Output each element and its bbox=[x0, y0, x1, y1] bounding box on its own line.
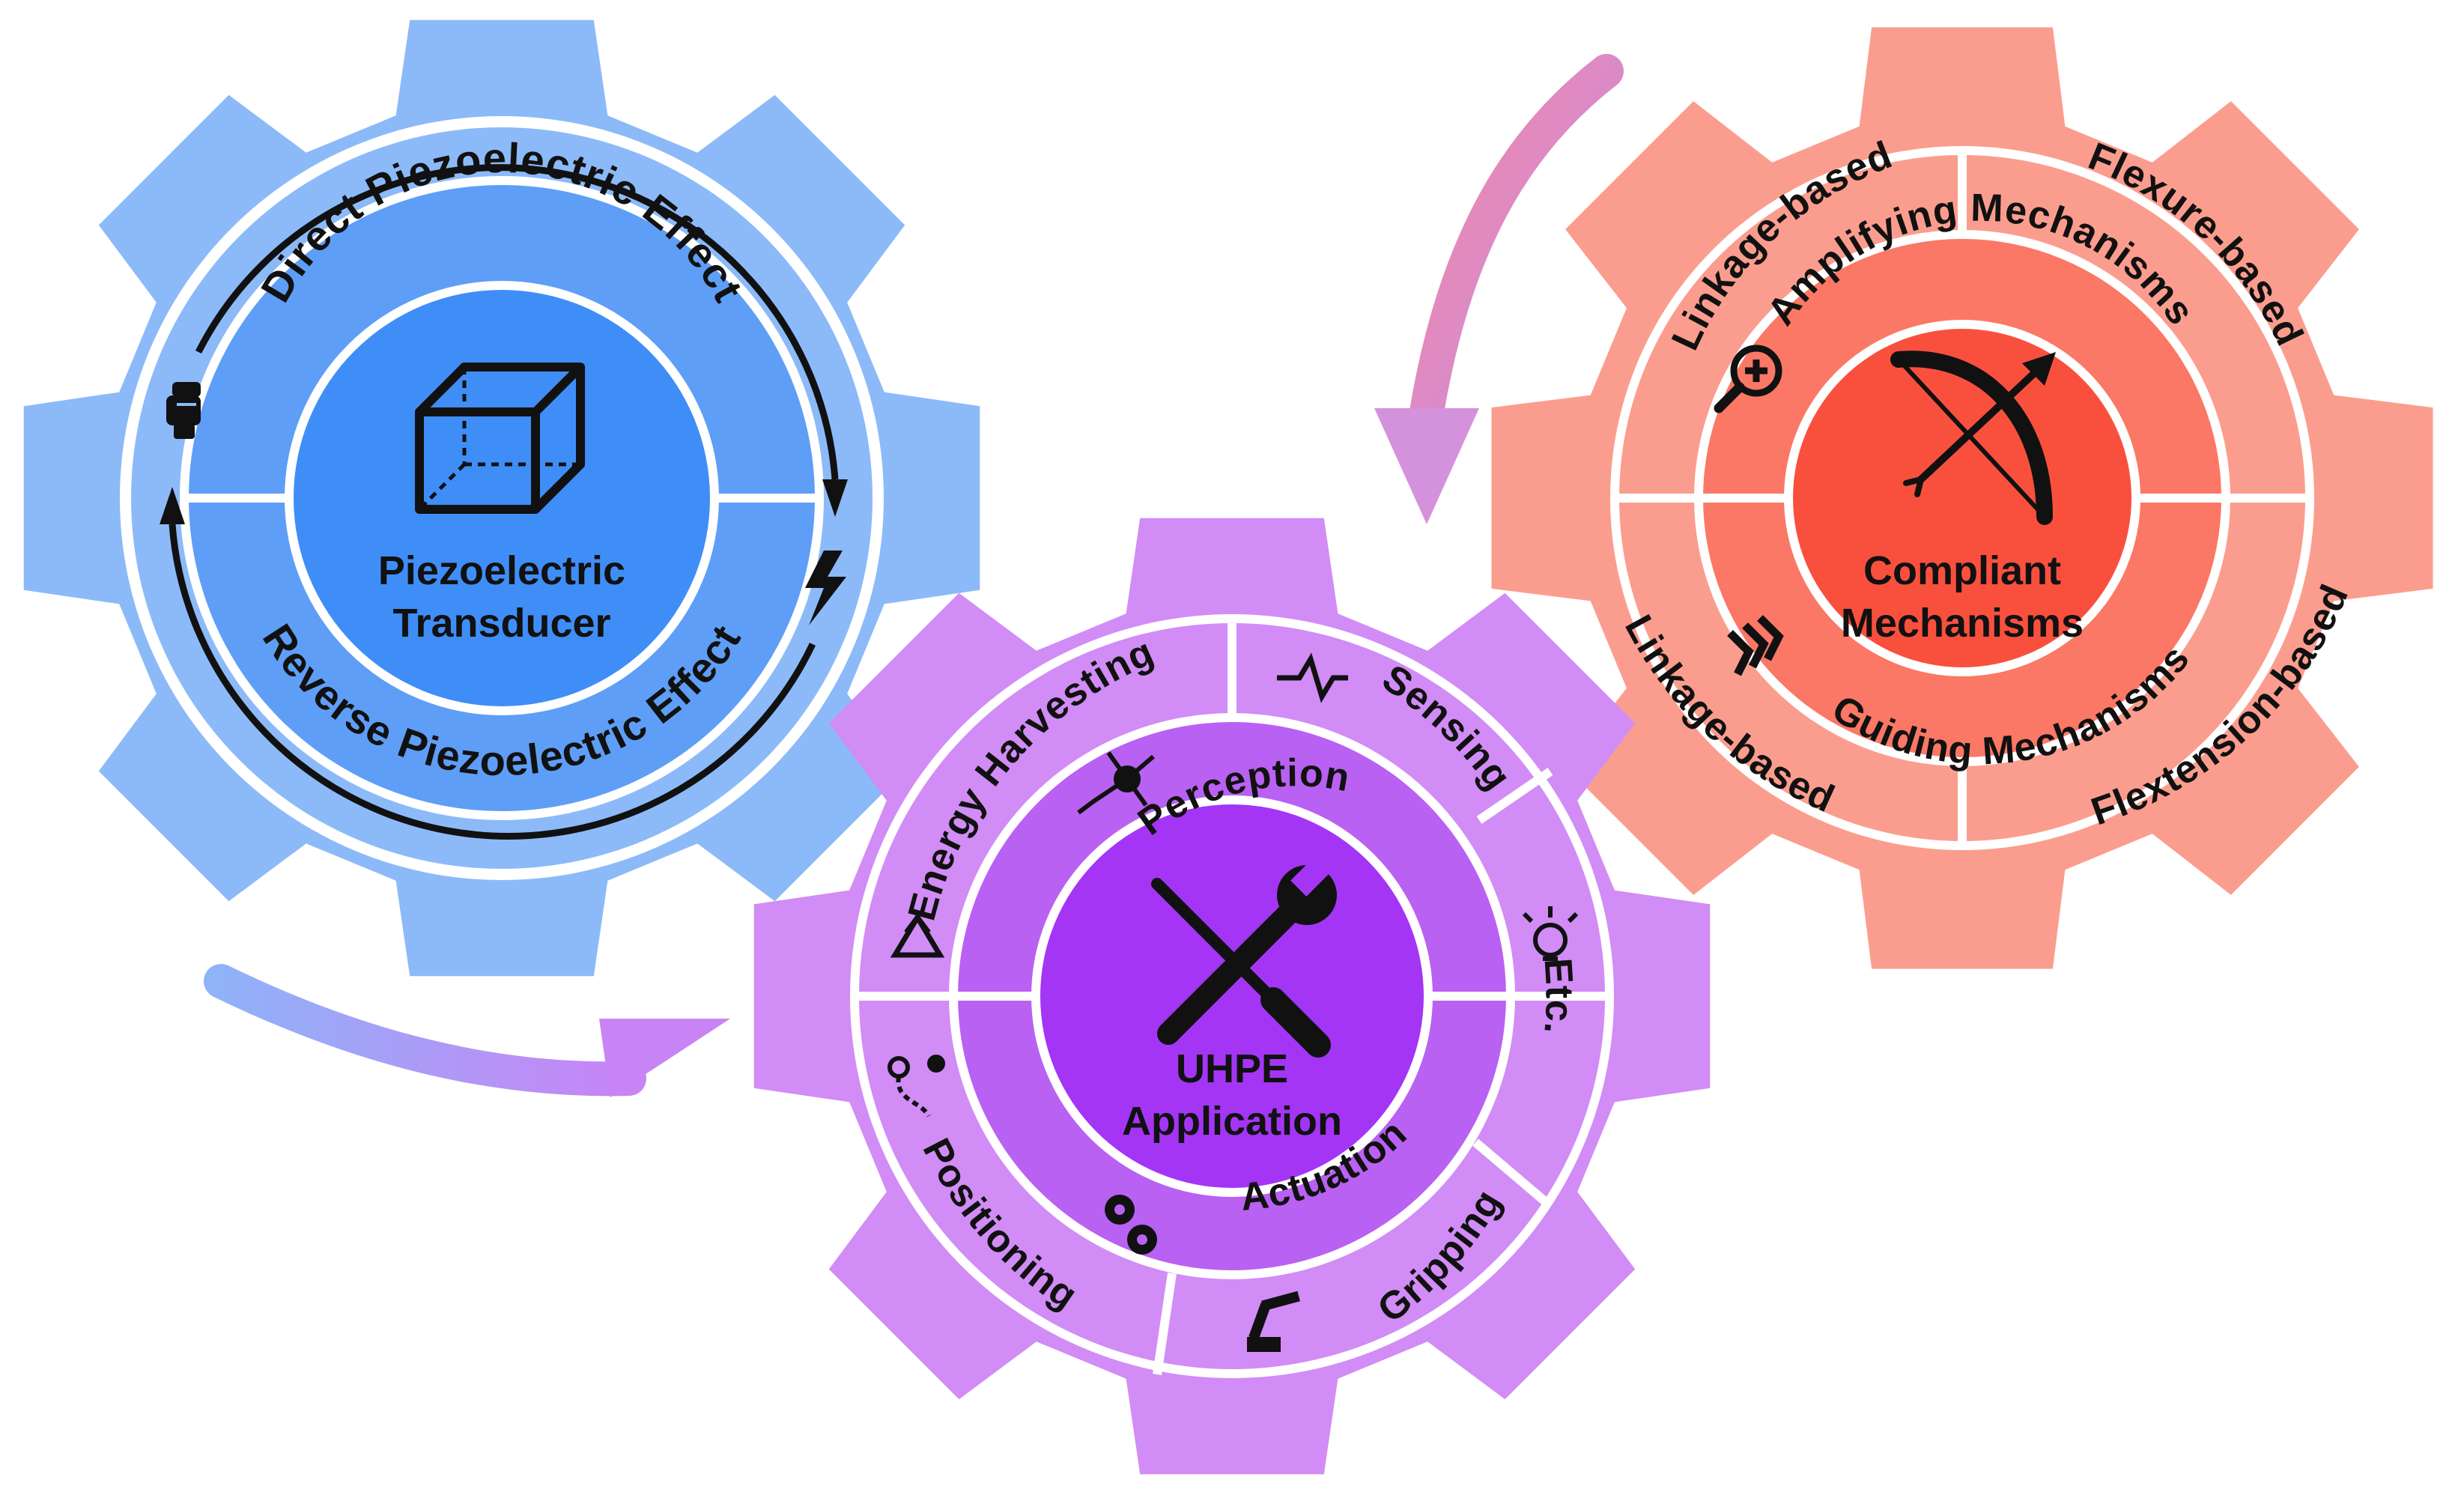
application-title-line2: Application bbox=[1122, 1099, 1342, 1144]
recycle-icon bbox=[890, 912, 945, 958]
route-icon bbox=[887, 1055, 945, 1118]
transducer-title-line1: Piezoelectric bbox=[378, 548, 625, 593]
bow-arrow-icon bbox=[1890, 351, 2056, 525]
effect-cycle-arrows bbox=[160, 164, 848, 840]
magnifier-plus-icon bbox=[1714, 345, 1782, 413]
flow-arrow-transducer-to-application bbox=[204, 964, 730, 1097]
lightbulb-icon bbox=[1522, 906, 1579, 961]
cube-hidden-edges bbox=[418, 367, 580, 511]
mechanisms-center bbox=[1793, 329, 2131, 667]
fist-icon bbox=[166, 382, 201, 439]
transducer-center bbox=[294, 290, 710, 706]
mechanisms-gear: Amplifying Mechanisms Guiding Mechanisms… bbox=[1491, 27, 2433, 969]
application-gear: Perception Actuation Energy Harvesting S… bbox=[753, 518, 1711, 1475]
pulse-icon bbox=[1277, 652, 1348, 703]
tools-icon bbox=[1151, 855, 1337, 1058]
transducer-gear: Direct Piezoelectric Effect Reverse Piez… bbox=[23, 19, 980, 977]
mechanisms-title-line1: Compliant bbox=[1863, 548, 2061, 593]
etc-label: Etc. bbox=[1535, 956, 1581, 1036]
gears-icon bbox=[1105, 1195, 1157, 1255]
mechanisms-title-line2: Mechanisms bbox=[1841, 601, 2084, 646]
transducer-title-line2: Transducer bbox=[392, 601, 610, 646]
robot-arm-icon bbox=[1247, 1291, 1300, 1352]
chevron-arrows-icon bbox=[1727, 615, 1784, 676]
lightning-icon bbox=[805, 551, 846, 625]
application-title-line1: UHPE bbox=[1176, 1046, 1288, 1091]
neuron-icon bbox=[1077, 751, 1155, 815]
flow-arrow-mechanisms-to-application bbox=[1374, 54, 1624, 524]
